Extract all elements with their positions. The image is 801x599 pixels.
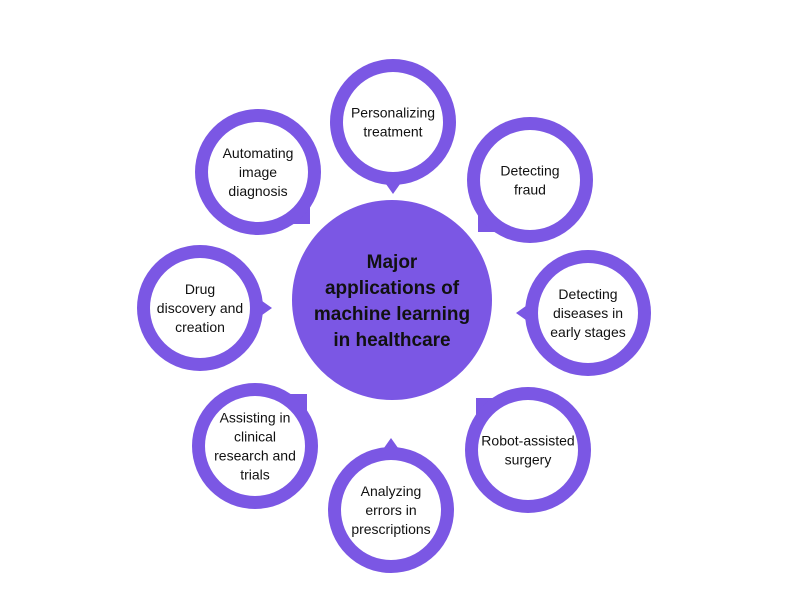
center-title: Major applications of machine learning in h… <box>314 252 470 351</box>
center-title-line: in healthcare <box>333 330 450 351</box>
node-label-line: Analyzing <box>361 483 422 499</box>
node-detecting-fraud: Detecting fraud <box>467 117 593 243</box>
node-analyzing-errors: Analyzing errors in prescriptions <box>328 438 454 573</box>
node-label-line: Detecting <box>558 286 617 302</box>
node-inner <box>205 396 305 496</box>
node-inner <box>150 258 250 358</box>
node-label-line: Personalizing <box>351 105 435 121</box>
node-personalizing-treatment: Personalizing treatment <box>330 59 456 194</box>
node-label-line: fraud <box>514 182 546 198</box>
node-label: Automating image diagnosis <box>223 145 294 199</box>
node-label: Detecting diseases in early stages <box>550 286 625 340</box>
node-label-line: trials <box>240 467 270 483</box>
node-label-line: Assisting in <box>220 410 291 426</box>
node-label-line: Detecting <box>500 163 559 179</box>
center-title-line: Major <box>367 252 418 273</box>
center-topic: Major applications of machine learning in h… <box>292 200 492 400</box>
node-label: Assisting in clinical research and trials <box>214 410 296 483</box>
node-label-line: clinical <box>234 429 276 445</box>
node-inner <box>478 400 578 500</box>
node-label: Drug discovery and creation <box>157 281 243 335</box>
node-label-line: early stages <box>550 324 625 340</box>
node-label-line: Robot-assisted <box>481 433 574 449</box>
node-label-line: research and <box>214 448 296 464</box>
center-title-line: machine learning <box>314 304 470 325</box>
node-label-line: discovery and <box>157 300 243 316</box>
node-detecting-diseases: Detecting diseases in early stages <box>516 250 651 376</box>
node-inner <box>343 72 443 172</box>
node-inner <box>538 263 638 363</box>
node-label-line: image <box>239 164 277 180</box>
node-label-line: errors in <box>365 502 416 518</box>
center-title-line: applications of <box>325 278 460 299</box>
node-automating-image-diagnosis: Automating image diagnosis <box>195 109 321 235</box>
node-inner <box>480 130 580 230</box>
node-label-line: Drug <box>185 281 215 297</box>
node-inner <box>341 460 441 560</box>
node-label: Robot-assisted surgery <box>481 433 574 468</box>
node-drug-discovery: Drug discovery and creation <box>137 245 272 371</box>
node-label: Personalizing treatment <box>351 105 435 140</box>
node-label-line: treatment <box>363 124 422 140</box>
node-robot-assisted-surgery: Robot-assisted surgery <box>465 387 591 513</box>
node-label-line: surgery <box>505 452 552 468</box>
node-label-line: Automating <box>223 145 294 161</box>
center-circle <box>292 200 492 400</box>
node-label-line: diagnosis <box>228 183 287 199</box>
node-assisting-clinical-research: Assisting in clinical research and trials <box>192 383 318 509</box>
node-label-line: creation <box>175 319 225 335</box>
node-label-line: prescriptions <box>351 521 430 537</box>
node-label: Analyzing errors in prescriptions <box>351 483 430 537</box>
node-inner <box>208 122 308 222</box>
node-label: Detecting fraud <box>500 163 559 198</box>
node-label-line: diseases in <box>553 305 623 321</box>
